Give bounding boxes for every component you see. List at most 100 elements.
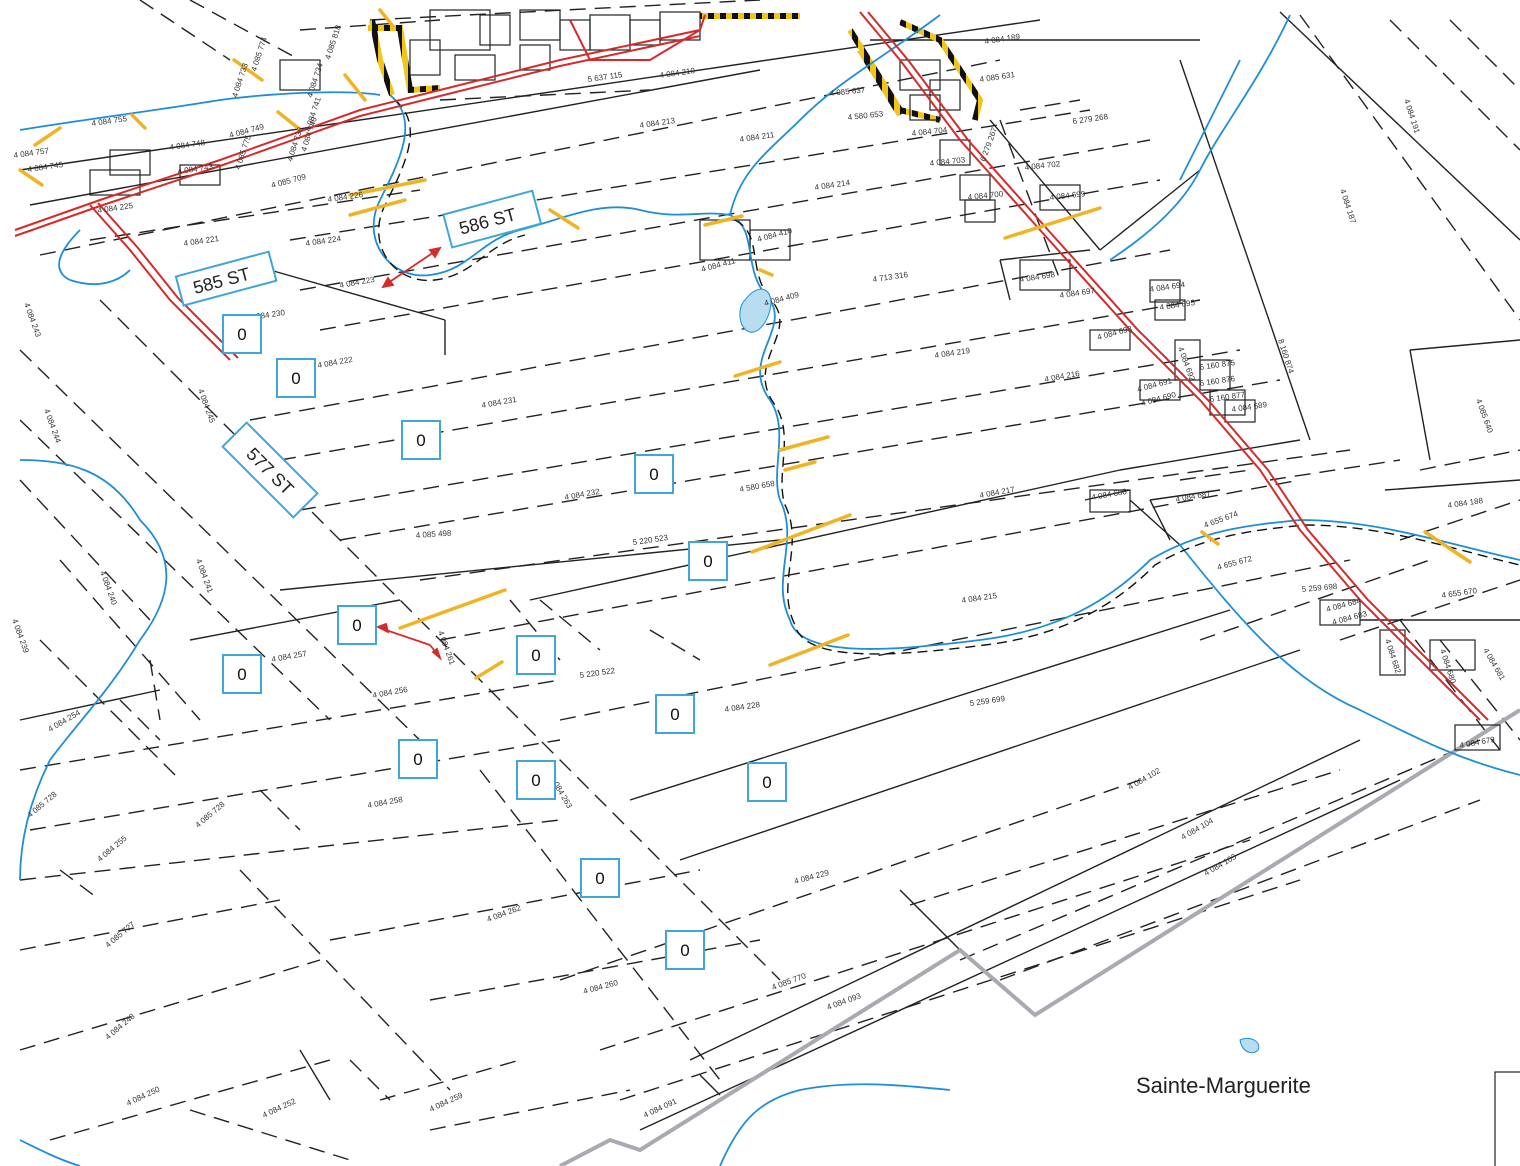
zero-box-value: 0 — [762, 773, 771, 792]
lot-number-label: 4 084 748 — [169, 138, 206, 152]
lot-number-label: 4 084 225 — [97, 201, 134, 215]
lot-number-label: 4 084 257 — [271, 649, 308, 664]
zero-box-value: 0 — [416, 431, 425, 450]
lot-number-label: 4 084 188 — [1447, 496, 1484, 510]
lot-number-label: 4 084 693 — [1096, 324, 1133, 342]
lot-number-label: 4 713 316 — [872, 270, 909, 284]
zero-box-frame — [688, 541, 728, 581]
lot-number-label: 5 259 699 — [969, 694, 1006, 708]
lot-number-label: 4 084 733 — [230, 61, 250, 98]
zero-box-value: 0 — [531, 646, 540, 665]
lot-number-label: 4 084 252 — [261, 1096, 298, 1119]
zero-box-frame — [516, 760, 556, 800]
lot-number-label: 4 085 727 — [104, 919, 137, 949]
lot-number-label: 4 084 690 — [1140, 390, 1177, 408]
zero-box: 0 — [516, 760, 556, 800]
lot-number-label: 4 084 103 — [1203, 852, 1239, 878]
lot-number-label: 4 084 699 — [1049, 189, 1086, 202]
zero-box-frame — [580, 858, 620, 898]
lot-number-label: 4 085 818 — [323, 23, 343, 60]
lot-number-label: 4 084 211 — [739, 130, 775, 144]
zero-box: 0 — [222, 314, 262, 354]
lot-number-label: 4 084 221 — [183, 234, 220, 248]
lot-number-label: 4 084 698 — [1019, 270, 1056, 284]
lot-number-label: 4 084 686 — [1091, 487, 1128, 502]
zero-box-value: 0 — [595, 869, 604, 888]
lot-number-label: 4 084 215 — [961, 591, 998, 605]
zero-box-value: 0 — [237, 325, 246, 344]
red-arrows — [375, 246, 442, 661]
zero-box-frame — [222, 654, 262, 694]
lot-number-label: 4 085 709 — [270, 172, 307, 190]
zero-box-frame — [222, 314, 262, 354]
lot-number-label: 4 085 775 — [233, 133, 253, 170]
lot-number-label: 4 084 102 — [1127, 766, 1163, 792]
lot-number-label: 4 084 409 — [763, 290, 800, 308]
lot-number-label: 4 655 672 — [1216, 554, 1253, 572]
lot-number-label: 4 084 093 — [826, 991, 863, 1012]
section-label-586: 586 ST — [442, 189, 543, 249]
zero-box-value: 0 — [680, 941, 689, 960]
zero-box-frame — [747, 762, 787, 802]
lot-number-label: 4 084 228 — [724, 700, 761, 714]
lot-number-label: 4 084 745 — [27, 160, 64, 174]
lot-number-label: 4 084 248 — [104, 1011, 137, 1041]
zero-box: 0 — [222, 654, 262, 694]
lot-number-label: 6 279 267 — [978, 126, 999, 163]
lot-number-label: 4 084 224 — [305, 234, 342, 248]
zero-box-frame — [665, 930, 705, 970]
lot-number-label: 4 655 674 — [1203, 509, 1240, 530]
lot-number-label: 6 160 877 — [1209, 390, 1246, 404]
lot-number-label: 4 084 262 — [486, 903, 523, 924]
lot-number-label: 4 084 254 — [47, 708, 83, 734]
zero-box: 0 — [688, 541, 728, 581]
lot-number-label: 4 084 244 — [42, 408, 63, 445]
lot-number-label: 4 084 255 — [96, 833, 129, 863]
lot-number-label: 4 084 679 — [1459, 735, 1496, 750]
zero-box: 0 — [747, 762, 787, 802]
pond-shape — [739, 288, 772, 333]
zero-box-frame — [398, 739, 438, 779]
lot-number-label: 4 085 774 — [249, 35, 269, 72]
lot-number-label: 4 084 250 — [125, 1084, 162, 1107]
road — [14, 11, 1489, 721]
lot-number-label: 4 085 637 — [829, 85, 866, 98]
pond-shape-small — [1239, 1037, 1260, 1054]
zero-box: 0 — [401, 420, 441, 460]
zero-box: 0 — [337, 605, 377, 645]
lot-number-label: 4 084 231 — [481, 395, 518, 410]
zero-box: 0 — [398, 739, 438, 779]
lot-number-label: 4 084 689 — [1231, 400, 1268, 414]
zero-box-frame — [634, 454, 674, 494]
zero-box-frame — [655, 694, 695, 734]
section-label-577: 577 ST — [221, 421, 319, 519]
streams — [19, 14, 1520, 1166]
lot-number-label: 4 084 232 — [564, 487, 601, 502]
lot-number-label: 4 084 214 — [814, 178, 851, 192]
lot-number-label: 4 084 187 — [1338, 188, 1358, 225]
lot-number-label: 4 084 700 — [967, 189, 1004, 202]
zero-box-value: 0 — [703, 552, 712, 571]
zero-box-value: 0 — [352, 616, 361, 635]
zero-box-value: 0 — [291, 369, 300, 388]
lot-number-label: 4 084 104 — [1180, 816, 1216, 842]
lot-number-label: 4 655 670 — [1441, 586, 1478, 600]
lot-number-label: 4 084 258 — [367, 795, 404, 810]
lot-number-label: 4 084 241 — [194, 558, 215, 595]
zero-box-value: 0 — [649, 465, 658, 484]
place-name: Sainte-Marguerite — [1136, 1073, 1311, 1098]
lot-number-label: 4 084 256 — [372, 685, 409, 700]
lot-number-label: 6 279 268 — [1072, 112, 1109, 126]
zero-box-value: 0 — [670, 705, 679, 724]
lot-number-label: 4 084 697 — [1059, 286, 1096, 300]
zero-box: 0 — [516, 635, 556, 675]
zero-box-value: 0 — [531, 771, 540, 790]
zero-box: 0 — [276, 358, 316, 398]
lot-number-label: 4 084 259 — [428, 1090, 465, 1113]
section-label-585: 585 ST — [174, 250, 278, 307]
lot-lines-solid — [19, 11, 1520, 1131]
zero-box-value: 0 — [237, 665, 246, 684]
lot-number-label: 4 084 219 — [934, 346, 971, 360]
